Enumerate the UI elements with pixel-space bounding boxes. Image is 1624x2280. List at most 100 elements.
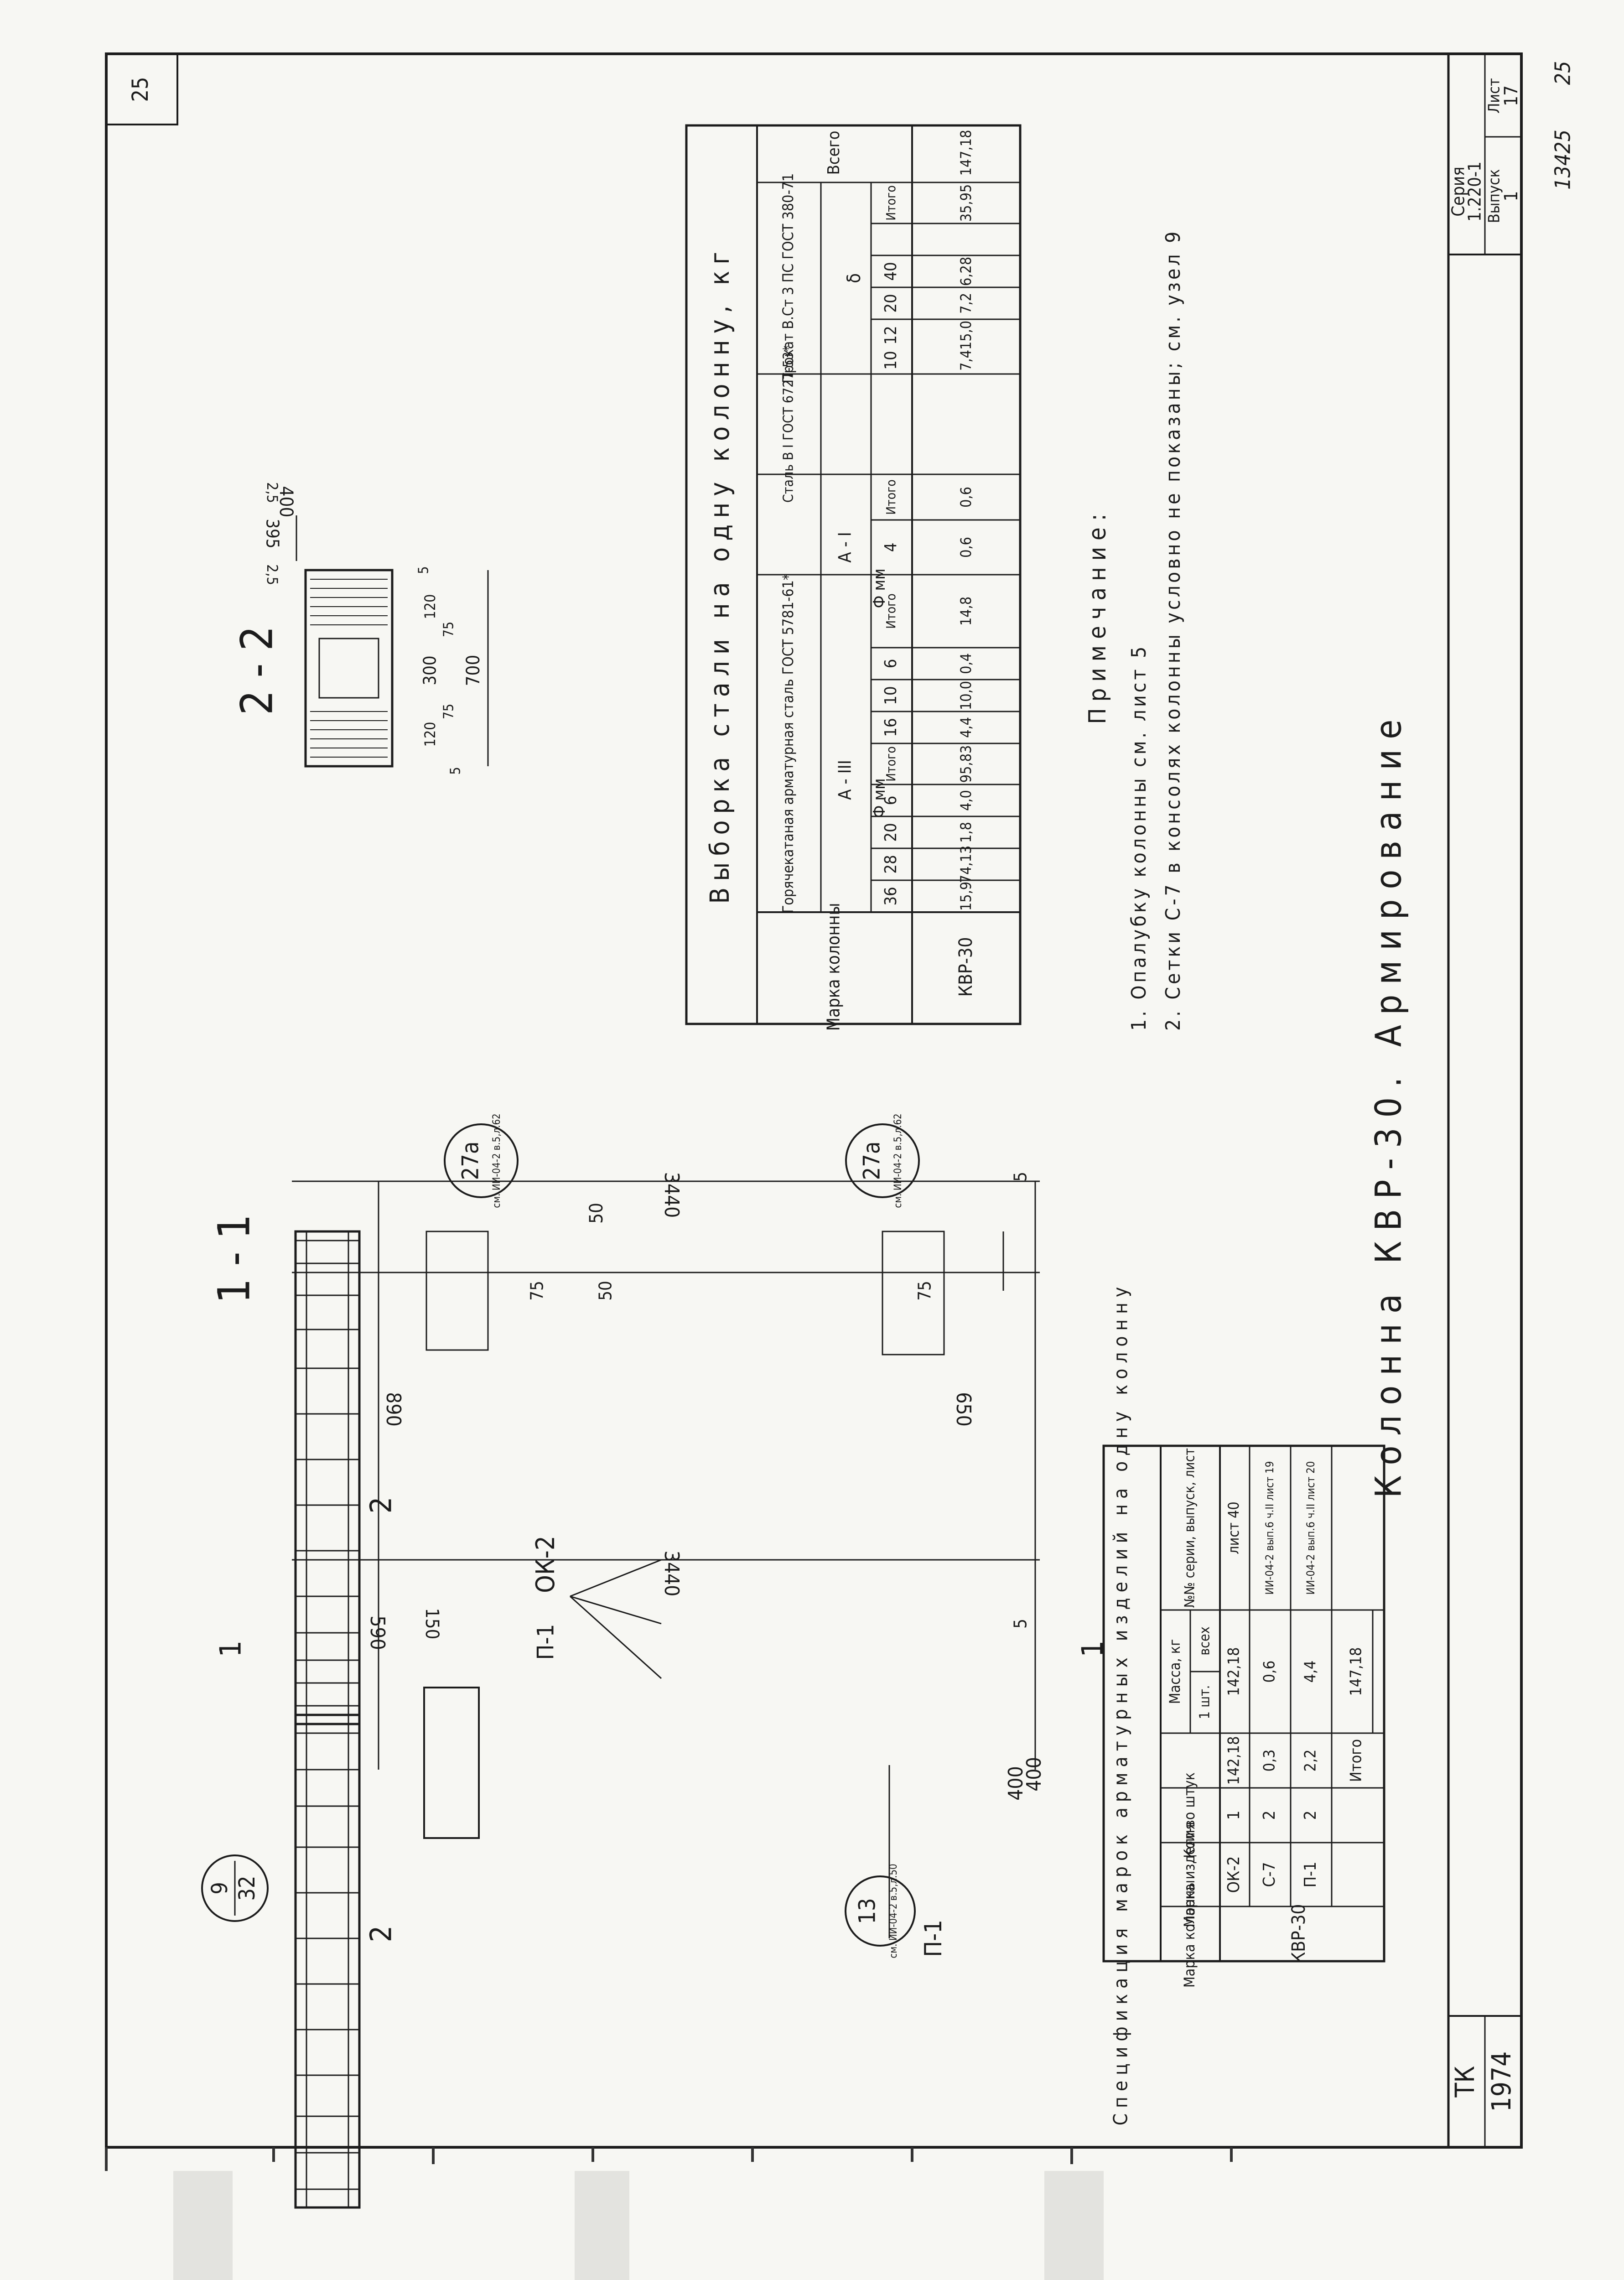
spec-r1-m1: 142,18 bbox=[1225, 1736, 1243, 1785]
steel-v-2: 1,8 bbox=[957, 822, 975, 843]
section-1-1-outline bbox=[294, 1230, 361, 1725]
node-9-number: 9 bbox=[207, 1882, 233, 1894]
steel-v-6: 10,0 bbox=[957, 681, 975, 710]
steel-itogo-2: Итого bbox=[883, 593, 898, 629]
steel-d-40: 40 bbox=[882, 262, 900, 280]
callout-13-num: 13 bbox=[854, 1898, 881, 1924]
section-2-2-d400: 400 bbox=[275, 486, 296, 518]
steel-v-4: 95,83 bbox=[957, 745, 975, 783]
cut-1-top: 1 bbox=[214, 1641, 248, 1657]
callout-27a-top-circle bbox=[444, 1123, 519, 1198]
spec-h-series: №№ серии, выпуск, лист bbox=[1182, 1448, 1198, 1608]
sheet-title: Колонна КВР-30. Армирование bbox=[1368, 710, 1409, 1498]
sheet-no-value: 17 bbox=[1501, 85, 1522, 106]
steel-prokat: Прокат В.Ст 3 ПС ГОСТ 380-71 bbox=[779, 173, 797, 384]
steel-itogo-1: Итого bbox=[883, 746, 898, 782]
spec-total-value: 147,18 bbox=[1347, 1647, 1365, 1696]
steel-d-6a: 6 bbox=[882, 796, 900, 805]
spec-r2-m1: 0,3 bbox=[1261, 1750, 1279, 1772]
section-1-1-dim-gap-b: 50 bbox=[596, 1281, 616, 1301]
elevation-dim-5: 5 bbox=[1011, 1619, 1031, 1629]
steel-v-10: 0,6 bbox=[957, 487, 975, 508]
spec-h-mass-1: 1 шт. bbox=[1197, 1685, 1213, 1719]
steel-d-36: 36 bbox=[882, 887, 900, 905]
steel-vsego: Всего bbox=[825, 131, 843, 175]
spec-r1-qty: 1 bbox=[1224, 1811, 1243, 1820]
scan-shadow-3 bbox=[1044, 2171, 1104, 2280]
label-p1-bottom: П-1 bbox=[920, 1920, 947, 1957]
spec-col-mark: КВР-30 bbox=[1288, 1904, 1309, 1964]
elevation-dim-top: 590 bbox=[366, 1615, 389, 1650]
section-1-1-dim-5: 5 bbox=[1011, 1172, 1031, 1182]
steel-table-title: Выборка стали на одну колонну, кг bbox=[704, 245, 735, 904]
steel-phi-mm-a3: Ф мм bbox=[870, 778, 889, 818]
steel-v-13: 7,2 bbox=[957, 293, 975, 314]
callout-27a-bottom-circle bbox=[845, 1123, 920, 1198]
section-2-2-d395: 395 bbox=[263, 519, 283, 548]
spec-total-label: Итого bbox=[1347, 1739, 1365, 1782]
notes: Примечание: 1. Опалубку колонны см. лист… bbox=[1084, 229, 1185, 1031]
elevation-dim-width: 400 bbox=[1022, 1757, 1046, 1792]
spec-table: Спецификация марок арматурных изделий на… bbox=[1102, 1282, 1385, 2126]
steel-hot-rolled: Горячекатаная арматурная сталь ГОСТ 5781… bbox=[779, 574, 797, 914]
spec-h-qty: Кол-во штук bbox=[1181, 1772, 1198, 1858]
series-label: Серия bbox=[1448, 166, 1468, 216]
section-2-2-d120b: 120 bbox=[421, 722, 439, 747]
year-label: 1974 bbox=[1486, 2051, 1517, 2112]
callout-27a-bottom-ref: см. ИИ-04-2 в.5,л.62 bbox=[892, 1113, 904, 1208]
steel-d-10b: 10 bbox=[882, 351, 900, 369]
page-number-box bbox=[105, 53, 178, 125]
steel-row-mark: КВР-30 bbox=[955, 937, 976, 997]
archive-page: 25 bbox=[1551, 61, 1575, 85]
spec-title: Спецификация марок арматурных изделий на… bbox=[1110, 1282, 1132, 2126]
steel-itogo-4: Итого bbox=[883, 185, 898, 221]
page-number: 25 bbox=[128, 77, 153, 102]
steel-v-14: 6,28 bbox=[957, 257, 975, 286]
note-2: 2. Сетки С-7 в консолях колонны условно … bbox=[1162, 229, 1185, 1031]
spec-h-item-mark: Марка изделия bbox=[1181, 1822, 1198, 1927]
steel-d-20b: 20 bbox=[882, 294, 900, 312]
spec-r3-ref: ИИ-04-2 вып.6 ч.II лист 20 bbox=[1304, 1461, 1317, 1594]
section-1-1-dim-width: 400 bbox=[1004, 1766, 1027, 1801]
spec-table-frame bbox=[1102, 1444, 1385, 1963]
section-2-2-d300: 300 bbox=[420, 655, 440, 685]
spec-r3-qty: 2 bbox=[1301, 1811, 1320, 1820]
steel-d-10: 10 bbox=[882, 686, 900, 705]
series-value: 1.220-1 bbox=[1465, 161, 1485, 222]
section-2-2-d25a: 2,5 bbox=[264, 564, 281, 585]
steel-v-11: 7,4 bbox=[957, 350, 975, 371]
steel-d-20: 20 bbox=[882, 823, 900, 841]
steel-v-5: 4,4 bbox=[957, 717, 975, 738]
column-elevation: 3440 590 150 400 5 1 1 2 2 П-1 ОК-2 П-1 … bbox=[201, 1497, 1110, 2209]
section-1-1-dim-side: 50 bbox=[586, 1203, 607, 1224]
spec-r3-item: П-1 bbox=[1301, 1862, 1320, 1888]
sheet-frame bbox=[105, 52, 1523, 2149]
section-1-1-dim-top: 890 bbox=[382, 1392, 405, 1427]
steel-v-15: 35,95 bbox=[957, 184, 975, 222]
section-1-1-dim-total: 3440 bbox=[660, 1172, 683, 1218]
steel-v-1: 74,13 bbox=[957, 846, 975, 883]
spec-r2-ref: ИИ-04-2 вып.6 ч.II лист 19 bbox=[1263, 1461, 1276, 1594]
section-1-1-dim-bottom: 650 bbox=[952, 1392, 975, 1427]
spec-r1-ref: лист 40 bbox=[1225, 1501, 1242, 1554]
spec-r3-m1: 2,2 bbox=[1302, 1750, 1320, 1772]
spec-h-mass: Масса, кг bbox=[1166, 1639, 1183, 1704]
section-2-2: 2 - 2 400 395 2,5 2,5 700 300 120 120 75… bbox=[231, 482, 489, 775]
node-9-circle bbox=[201, 1854, 269, 1922]
scan-shadow-1 bbox=[173, 2171, 233, 2280]
steel-v-8: 14,8 bbox=[957, 597, 975, 626]
org-label: ТК bbox=[1449, 2066, 1480, 2098]
spec-r2-item: С-7 bbox=[1260, 1862, 1279, 1887]
spec-r2-qty: 2 bbox=[1260, 1811, 1279, 1820]
spec-h-col-mark: Марка колонны bbox=[1181, 1880, 1198, 1988]
node-9-sheet: 32 bbox=[234, 1876, 260, 1901]
steel-v-0: 15,9 bbox=[957, 882, 975, 911]
elevation-outline bbox=[294, 1714, 361, 2209]
note-1: 1. Опалубку колонны см. лист 5 bbox=[1127, 644, 1151, 1031]
section-2-2-d25b: 2,5 bbox=[264, 482, 281, 503]
section-1-1-dim-gap-a: 75 bbox=[527, 1281, 547, 1301]
steel-a1: А - I bbox=[835, 532, 855, 563]
spec-r2-mall: 0,6 bbox=[1261, 1661, 1279, 1683]
spec-r1-mall: 142,18 bbox=[1225, 1647, 1243, 1696]
